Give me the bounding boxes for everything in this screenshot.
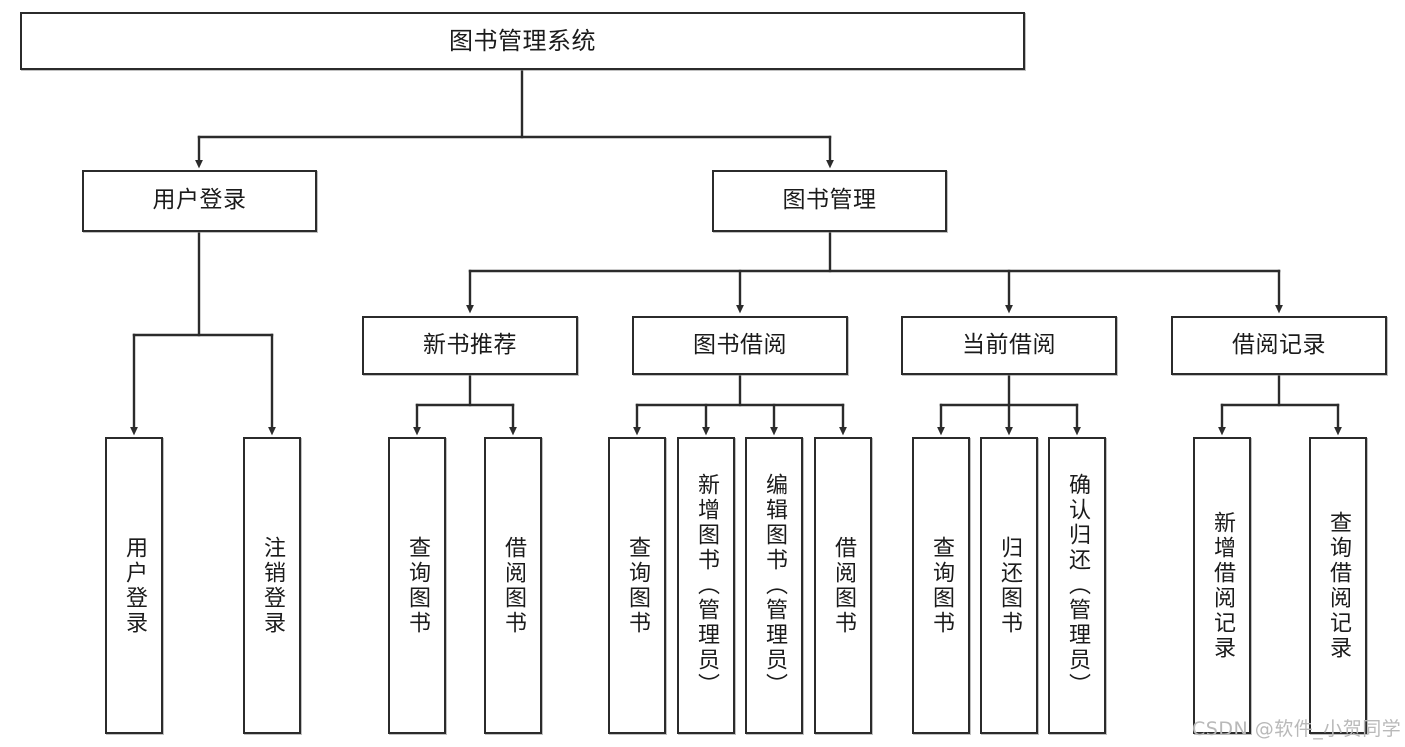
node-label: 借阅图书 (831, 535, 856, 636)
watermark-text: CSDN @软件_小贺同学 (1192, 718, 1402, 740)
node-user-login[interactable]: 用户登录 (82, 170, 317, 232)
leaf-book-borrow-query[interactable]: 查询图书 (608, 437, 666, 734)
node-label: 用户登录 (122, 535, 147, 636)
leaf-borrow-record-add[interactable]: 新增借阅记录 (1193, 437, 1251, 734)
node-label: 查询图书 (929, 535, 954, 636)
node-label: 当前借阅 (962, 331, 1056, 358)
leaf-current-borrow-return[interactable]: 归还图书 (980, 437, 1038, 734)
node-book-management[interactable]: 图书管理 (712, 170, 947, 232)
node-book-borrow[interactable]: 图书借阅 (632, 316, 848, 375)
node-new-book-recommend[interactable]: 新书推荐 (362, 316, 578, 375)
node-label: 图书借阅 (693, 331, 787, 358)
node-label: 用户登录 (152, 187, 247, 214)
leaf-new-book-borrow[interactable]: 借阅图书 (484, 437, 542, 734)
node-label: 注销登录 (260, 535, 285, 636)
node-root-system[interactable]: 图书管理系统 (20, 12, 1025, 70)
leaf-current-borrow-confirm-return[interactable]: 确认归还（管理员） (1048, 437, 1106, 734)
leaf-book-borrow-edit[interactable]: 编辑图书（管理员） (745, 437, 803, 734)
leaf-user-login-logout[interactable]: 注销登录 (243, 437, 301, 734)
node-current-borrow[interactable]: 当前借阅 (901, 316, 1117, 375)
node-label: 图书管理系统 (449, 26, 596, 55)
leaf-new-book-query[interactable]: 查询图书 (388, 437, 446, 734)
node-label: 查询图书 (405, 535, 430, 636)
leaf-borrow-record-query[interactable]: 查询借阅记录 (1309, 437, 1367, 734)
leaf-book-borrow-borrow[interactable]: 借阅图书 (814, 437, 872, 734)
node-label: 确认归还（管理员） (1065, 473, 1090, 698)
node-label: 借阅记录 (1232, 331, 1326, 358)
node-label: 借阅图书 (501, 535, 526, 636)
node-label: 新增借阅记录 (1210, 510, 1235, 661)
node-label: 编辑图书（管理员） (762, 473, 787, 698)
leaf-user-login-login[interactable]: 用户登录 (105, 437, 163, 734)
node-label: 新增图书（管理员） (694, 473, 719, 698)
node-label: 图书管理 (782, 187, 877, 214)
node-borrow-record[interactable]: 借阅记录 (1171, 316, 1387, 375)
node-label: 新书推荐 (423, 331, 517, 358)
node-label: 查询图书 (625, 535, 650, 636)
leaf-book-borrow-add[interactable]: 新增图书（管理员） (677, 437, 735, 734)
node-label: 归还图书 (997, 535, 1022, 636)
leaf-current-borrow-query[interactable]: 查询图书 (912, 437, 970, 734)
node-label: 查询借阅记录 (1326, 510, 1351, 661)
